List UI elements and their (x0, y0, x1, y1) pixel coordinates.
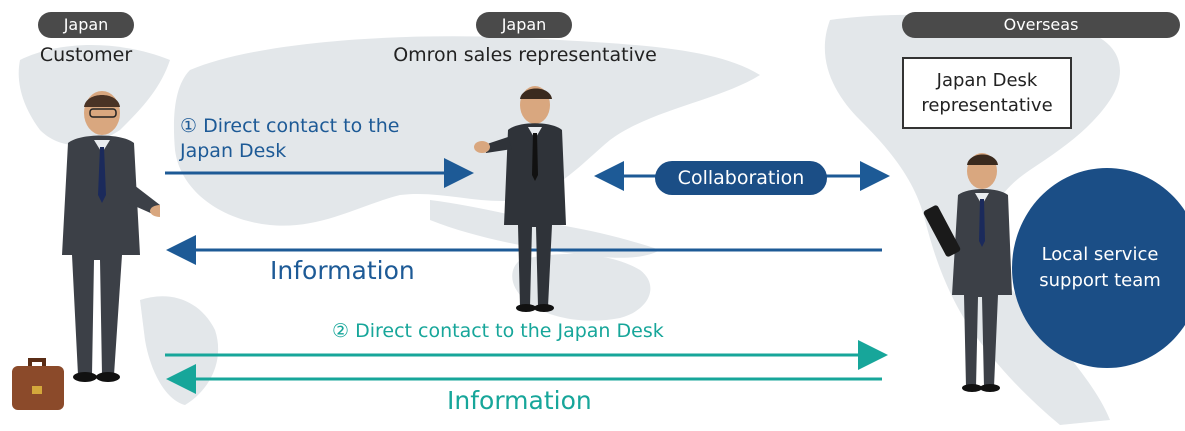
route2-return-label: Information (447, 386, 592, 415)
local-service-support-team-label: Local service support team (1039, 244, 1161, 291)
region-pill-customer: Japan (38, 12, 134, 38)
route1-label-text: ① Direct contact to the Japan Desk (180, 115, 400, 162)
route1-return-label: Information (270, 256, 415, 285)
region-pill-customer-text: Japan (63, 15, 109, 34)
tablet-icon (923, 205, 961, 257)
customer-role-label: Customer (39, 44, 133, 66)
japan-desk-figure (923, 153, 1012, 392)
region-pill-sales-text: Japan (501, 15, 547, 34)
sales-representative-figure (474, 86, 566, 312)
collaboration-label: Collaboration (677, 167, 805, 189)
region-pill-overseas-text: Overseas (1003, 15, 1079, 34)
sales-role-label: Omron sales representative (393, 44, 657, 66)
collaboration-badge: Collaboration (655, 161, 827, 195)
route2-label: ② Direct contact to the Japan Desk (332, 320, 664, 342)
region-pill-sales: Japan (476, 12, 572, 38)
japan-desk-representative-box: Japan Desk representative (902, 57, 1072, 129)
customer-figure (62, 91, 160, 382)
route1-label: ① Direct contact to the Japan Desk (180, 114, 440, 164)
briefcase-icon (12, 358, 64, 410)
japan-desk-representative-label: Japan Desk representative (921, 70, 1053, 116)
local-service-support-team-circle: Local service support team (1012, 168, 1185, 368)
region-pill-overseas: Overseas (902, 12, 1180, 38)
